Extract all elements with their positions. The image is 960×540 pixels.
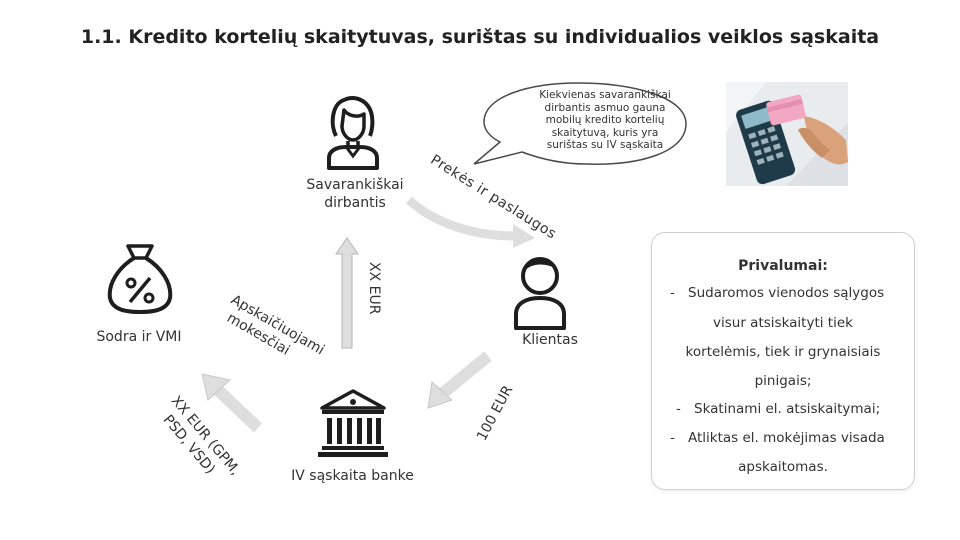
bubble-line-4: skaitytuvą, kuris yra — [520, 127, 690, 140]
advantages-panel: Privalumai: - Sudaromos vienodos sąlygos… — [651, 232, 915, 490]
bubble-line-1: Kiekvienas savarankiškai — [520, 89, 690, 102]
bubble-line-2: dirbantis asmuo gauna — [520, 102, 690, 115]
bubble-line-5: surištas su IV sąskaita — [520, 139, 690, 152]
card-reader-illustration — [726, 82, 848, 186]
self-employed-label-line2: dirbantis — [290, 194, 420, 212]
advantage-1-line2: visur atsiskaityti tiek — [652, 315, 914, 331]
advantage-3-line2: apskaitomas. — [652, 459, 914, 475]
advantage-bullet-2: - — [676, 401, 681, 417]
advantages-title: Privalumai: — [652, 258, 914, 274]
advantage-1-line4: pinigais; — [652, 373, 914, 389]
advantage-1-line1: Sudaromos vienodos sąlygos — [688, 285, 884, 301]
up-arrow — [334, 236, 360, 350]
advantage-bullet-1: - — [670, 285, 675, 301]
goods-arrow — [405, 180, 545, 260]
flow-xx-eur: XX EUR — [366, 262, 382, 314]
self-employed-label-line1: Savarankiškai — [290, 176, 420, 194]
self-employed-person-icon — [326, 96, 380, 170]
bubble-line-3: mobilų kredito kortelių — [520, 114, 690, 127]
money-bag-icon — [104, 242, 176, 316]
advantage-bullet-3: - — [670, 430, 675, 446]
advantage-1-line3: kortelėmis, tiek ir grynaisiais — [652, 344, 914, 360]
self-employed-label: Savarankiškai dirbantis — [290, 176, 420, 212]
bank-icon — [318, 388, 388, 460]
bubble-text: Kiekvienas savarankiškai dirbantis asmuo… — [520, 89, 690, 152]
client-to-bank-arrow — [418, 352, 494, 414]
page-title: 1.1. Kredito kortelių skaitytuvas, suriš… — [0, 26, 960, 48]
advantage-3-line1: Atliktas el. mokėjimas visada — [688, 430, 885, 446]
bank-label: IV sąskaita banke — [280, 467, 425, 485]
client-person-icon — [513, 254, 567, 330]
advantage-2-line1: Skatinami el. atsiskaitymai; — [694, 401, 880, 417]
client-label: Klientas — [505, 331, 595, 349]
sodra-label: Sodra ir VMI — [84, 328, 194, 346]
